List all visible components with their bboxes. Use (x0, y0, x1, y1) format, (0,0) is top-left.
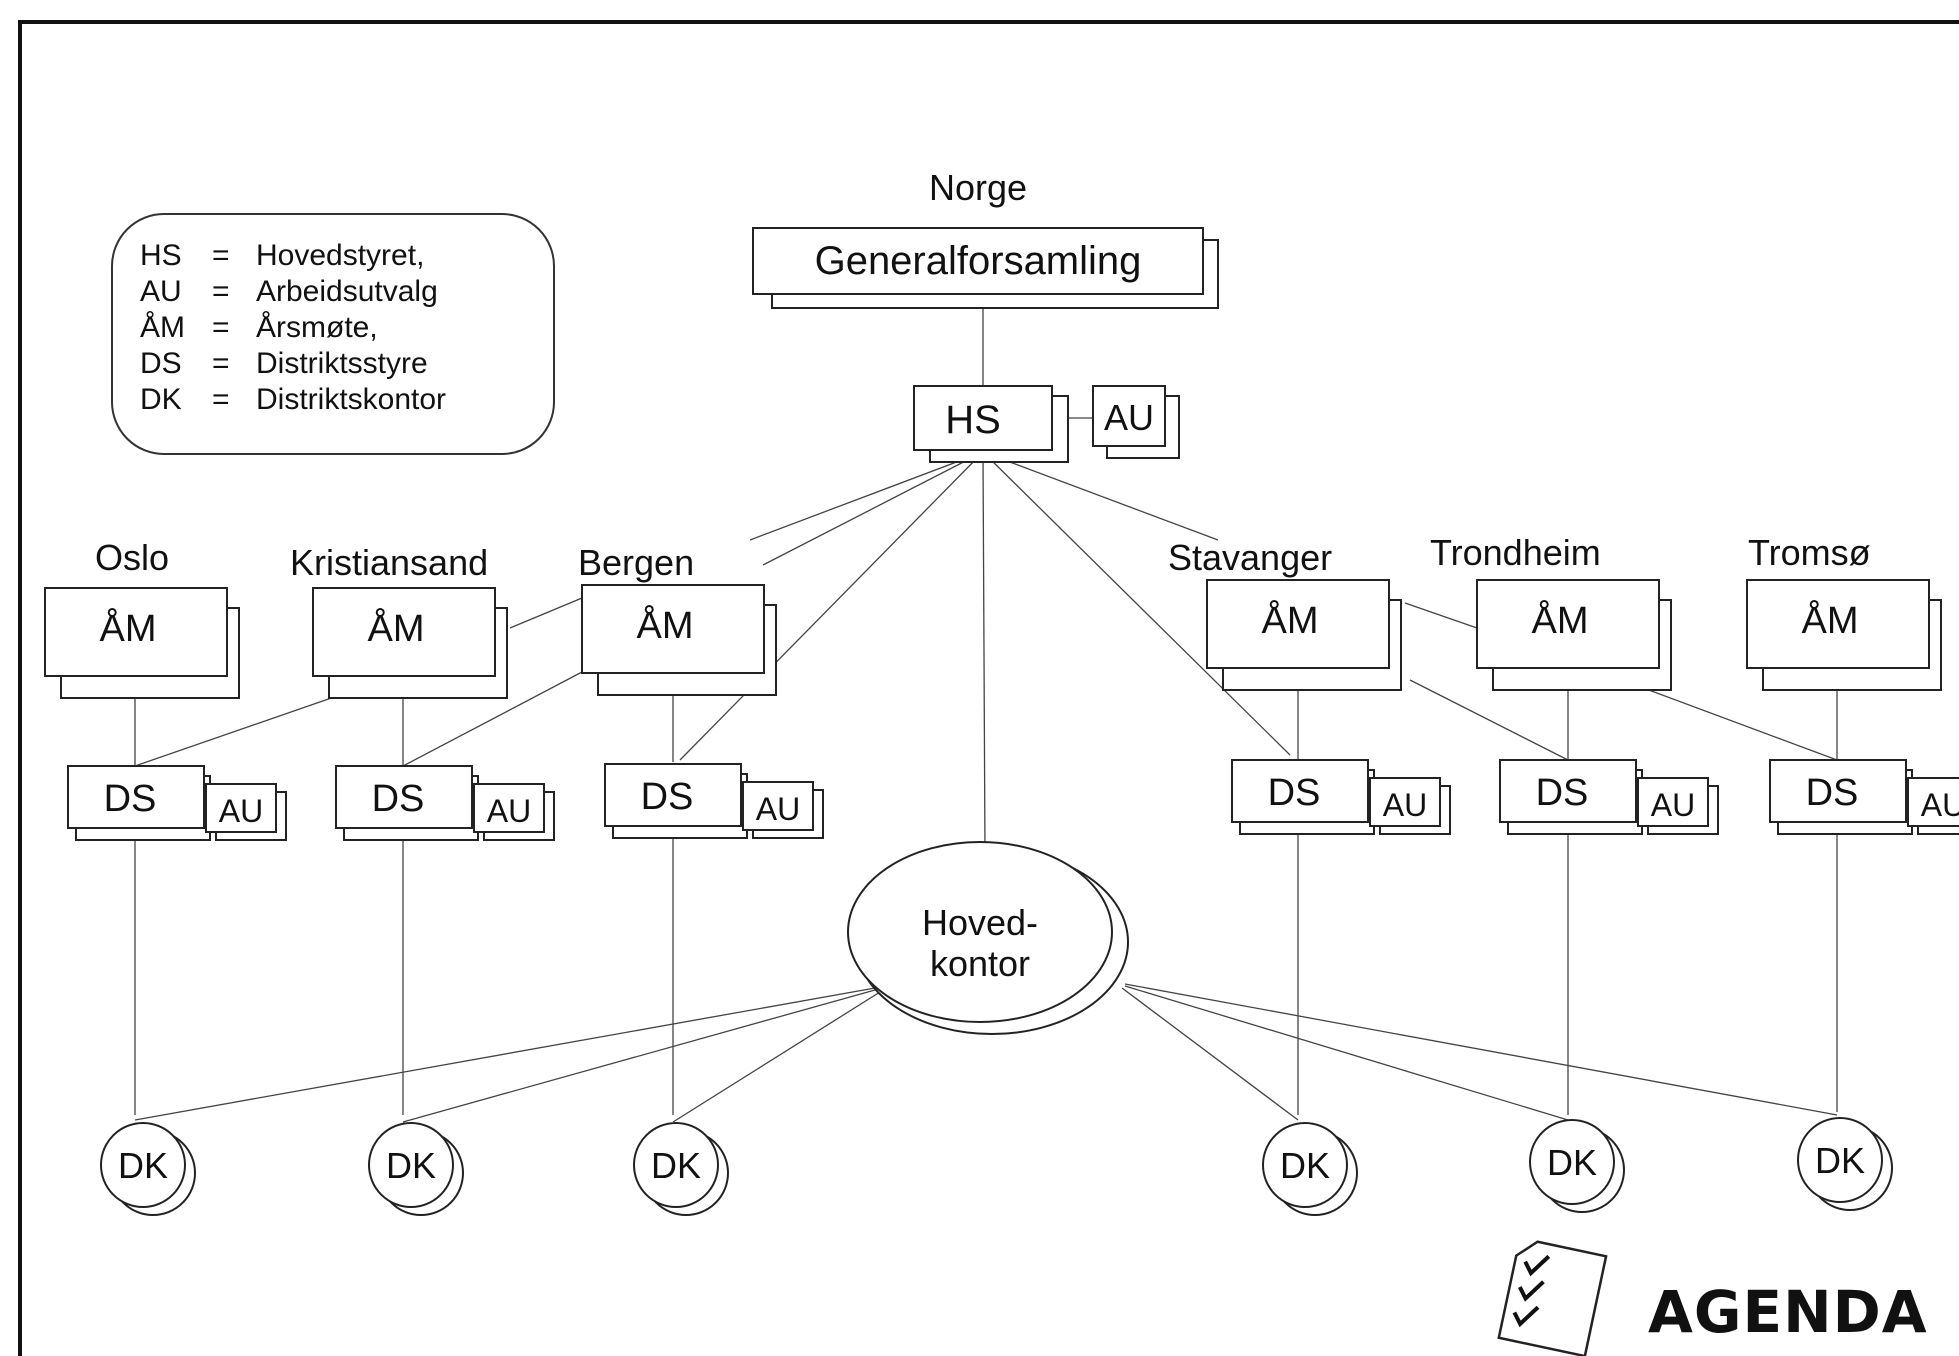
district-office-circle: DK (1262, 1122, 1358, 1216)
region-name: Oslo (95, 537, 169, 578)
district-au-label: AU (1383, 787, 1427, 823)
legend-abbr: HS (140, 239, 182, 272)
district-au-box: AU (742, 781, 824, 839)
annual-meeting-label: ÅM (1262, 598, 1319, 642)
legend-meaning: Distriktskontor (256, 383, 446, 416)
annual-meeting-box: ÅM (1476, 579, 1672, 691)
annual-meeting-box: ÅM (1746, 579, 1942, 691)
district-au-box: AU (205, 783, 287, 841)
district-board-label: DS (1806, 772, 1859, 814)
legend-meaning: Årsmøte, (256, 311, 378, 344)
legend-abbr: ÅM (140, 311, 185, 344)
district-au-label: AU (219, 793, 263, 829)
annual-meeting-box: ÅM (44, 587, 240, 699)
district-board-box: DS (1499, 759, 1643, 835)
legend-equals: = (212, 311, 230, 344)
legend-abbr: DK (140, 383, 182, 416)
region-name: Stavanger (1168, 537, 1332, 578)
general-assembly-box: Generalforsamling (752, 227, 1219, 309)
connector-lines (134, 292, 1838, 1123)
annual-meeting-label: ÅM (1802, 598, 1859, 642)
legend-abbr: AU (140, 275, 182, 308)
board-au-label: AU (1104, 397, 1154, 438)
district-office-label: DK (1815, 1140, 1865, 1181)
legend-equals: = (212, 239, 230, 272)
legend-equals: = (212, 383, 230, 416)
region-name: Trondheim (1430, 532, 1601, 573)
district-board-box: DS (67, 765, 211, 841)
district-office-circle: DK (633, 1122, 729, 1216)
annual-meeting-box: ÅM (1206, 579, 1402, 691)
district-board-box: DS (335, 765, 479, 841)
legend-meaning: Distriktsstyre (256, 347, 428, 380)
district-office-label: DK (118, 1145, 168, 1186)
board-box: HS (913, 385, 1069, 463)
district-board-label: DS (372, 778, 425, 820)
district-board-box: DS (1231, 759, 1375, 835)
legend-equals: = (212, 347, 230, 380)
legend-box (111, 213, 555, 455)
diagram-frame (18, 20, 1959, 1356)
annual-meeting-label: ÅM (637, 603, 694, 647)
district-au-box: AU (1369, 777, 1451, 835)
legend-meaning: Arbeidsutvalg (256, 275, 438, 308)
district-au-box: AU (1637, 777, 1719, 835)
district-au-label: AU (1651, 787, 1695, 823)
board-label: HS (945, 398, 1001, 442)
legend-meaning: Hovedstyret, (256, 239, 424, 272)
annual-meeting-label: ÅM (100, 606, 157, 650)
district-office-label: DK (1547, 1142, 1597, 1183)
annual-meeting-box: ÅM (312, 587, 508, 699)
district-board-label: DS (104, 778, 157, 820)
district-board-box: DS (604, 763, 748, 839)
district-office-label: DK (651, 1145, 701, 1186)
district-au-box: AU (1907, 777, 1959, 835)
district-office-circle: DK (100, 1122, 196, 1216)
legend-equals: = (212, 275, 230, 308)
legend-abbr: DS (140, 347, 182, 380)
district-board-label: DS (1536, 772, 1589, 814)
region-name: Bergen (578, 542, 694, 583)
district-au-box: AU (473, 783, 555, 841)
checklist-icon (1497, 1240, 1608, 1356)
district-office-label: DK (1280, 1145, 1330, 1186)
district-au-label: AU (756, 791, 800, 827)
district-board-label: DS (1268, 772, 1321, 814)
district-office-circle: DK (1797, 1117, 1893, 1211)
district-office-circle: DK (1529, 1119, 1625, 1213)
head-office-line2: kontor (930, 943, 1030, 984)
region-name: Tromsø (1748, 532, 1871, 573)
agenda-wordmark: AGENDA (1648, 1278, 1928, 1346)
district-au-label: AU (1921, 787, 1959, 823)
annual-meeting-box: ÅM (581, 584, 777, 696)
region-name: Kristiansand (290, 542, 488, 583)
annual-meeting-label: ÅM (1532, 598, 1589, 642)
agenda-logo: AGENDA (1497, 1240, 1928, 1356)
head-office-line1: Hoved- (922, 902, 1038, 943)
head-office: Hoved- kontor (847, 841, 1129, 1035)
district-office-label: DK (386, 1145, 436, 1186)
annual-meeting-label: ÅM (368, 606, 425, 650)
country-label: Norge (929, 167, 1027, 208)
district-board-box: DS (1769, 759, 1913, 835)
general-assembly-label: Generalforsamling (815, 239, 1142, 283)
board-au-box: AU (1092, 385, 1180, 459)
district-office-circle: DK (368, 1122, 464, 1216)
district-au-label: AU (487, 793, 531, 829)
district-board-label: DS (641, 776, 694, 818)
